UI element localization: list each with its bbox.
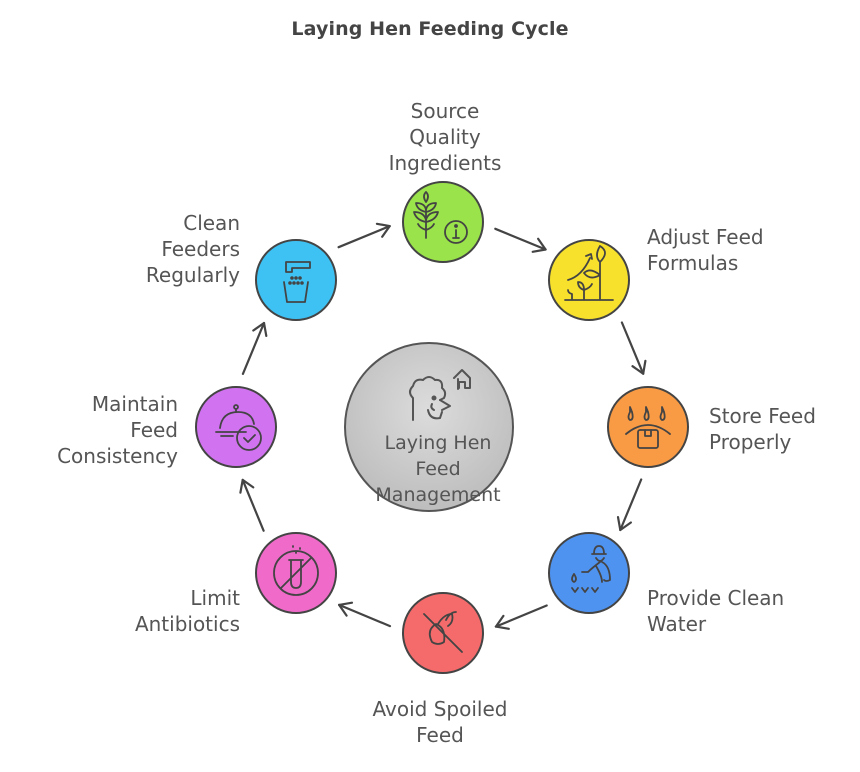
center-node [344,342,514,512]
node-consistency [195,386,277,468]
arrow-consistency-to-clean [241,321,266,375]
label-line: Maintain [91,392,178,416]
hen-house-icon [409,369,471,421]
label-line: Regularly [145,263,240,287]
label-line: Limit [190,586,240,610]
arrow-source-to-adjust [494,227,547,251]
arrowhead [616,516,632,532]
node-circle [548,239,630,321]
label-line: Feeders [161,237,240,261]
node-circle [195,386,277,468]
label-line: Provide Clean [647,586,785,610]
label-line: Properly [709,430,792,454]
label-clean-feeders-regularly: Clean Feeders Regularly [90,210,240,288]
node-circle [402,181,484,263]
arrow-spoiled-to-antibiotics [338,603,392,628]
arrowhead [531,237,547,253]
arrow-adjust-to-store [620,321,645,375]
arrowhead [631,359,647,375]
node-source [402,181,484,263]
label-line: Quality [409,125,481,149]
plant-growth-icon [564,245,614,301]
node-circle [548,532,630,614]
label-source-quality-ingredients: Source Quality Ingredients [365,98,525,176]
no-test-tube-icon [273,545,319,596]
farmer-watering-icon [571,545,611,593]
arrow-antibiotics-to-consistency [241,478,265,532]
faucet-cup-icon [283,261,311,303]
center-label-line: Management [375,484,501,506]
label-store-feed-properly: Store Feed Properly [709,403,849,455]
box-rain-shelter-icon [625,406,671,449]
label-line: Clean [183,211,240,235]
node-adjust [548,239,630,321]
label-avoid-spoiled-feed: Avoid Spoiled Feed [350,696,530,748]
label-adjust-feed-formulas: Adjust Feed Formulas [647,224,827,276]
node-antibiotics [255,532,337,614]
label-limit-antibiotics: Limit Antibiotics [90,585,240,637]
label-line: Ingredients [388,151,502,175]
center-label: Laying Hen Feed Management [348,430,528,508]
label-line: Adjust Feed [647,225,764,249]
node-circle [607,386,689,468]
arrowhead [239,478,255,494]
label-line: Feed [130,418,178,442]
arrowhead [338,601,354,617]
label-line: Formulas [647,251,739,275]
arrowhead [252,321,268,337]
label-line: Antibiotics [134,612,240,636]
label-line: Avoid Spoiled [372,697,508,721]
node-circle [255,239,337,321]
no-grain-icon [423,611,463,653]
node-store [607,386,689,468]
center-label-line: Laying Hen [384,432,492,454]
diagram-title: Laying Hen Feeding Cycle [291,18,569,40]
grain-info-icon [413,191,468,244]
arrowhead [494,614,510,630]
arrow-store-to-water [619,478,643,532]
cloche-check-icon [215,404,262,451]
arrow-water-to-spoiled [494,604,548,628]
arrowhead [375,222,391,238]
node-clean [255,239,337,321]
node-spoiled [402,592,484,674]
label-line: Feed [416,723,464,747]
label-line: Source [410,99,480,123]
label-line: Water [647,612,707,636]
label-line: Consistency [57,444,178,468]
node-water [548,532,630,614]
label-provide-clean-water: Provide Clean Water [647,585,847,637]
label-maintain-feed-consistency: Maintain Feed Consistency [30,391,178,469]
label-line: Store Feed [709,404,816,428]
center-label-line: Feed [415,458,461,480]
arrow-clean-to-source [337,225,391,249]
